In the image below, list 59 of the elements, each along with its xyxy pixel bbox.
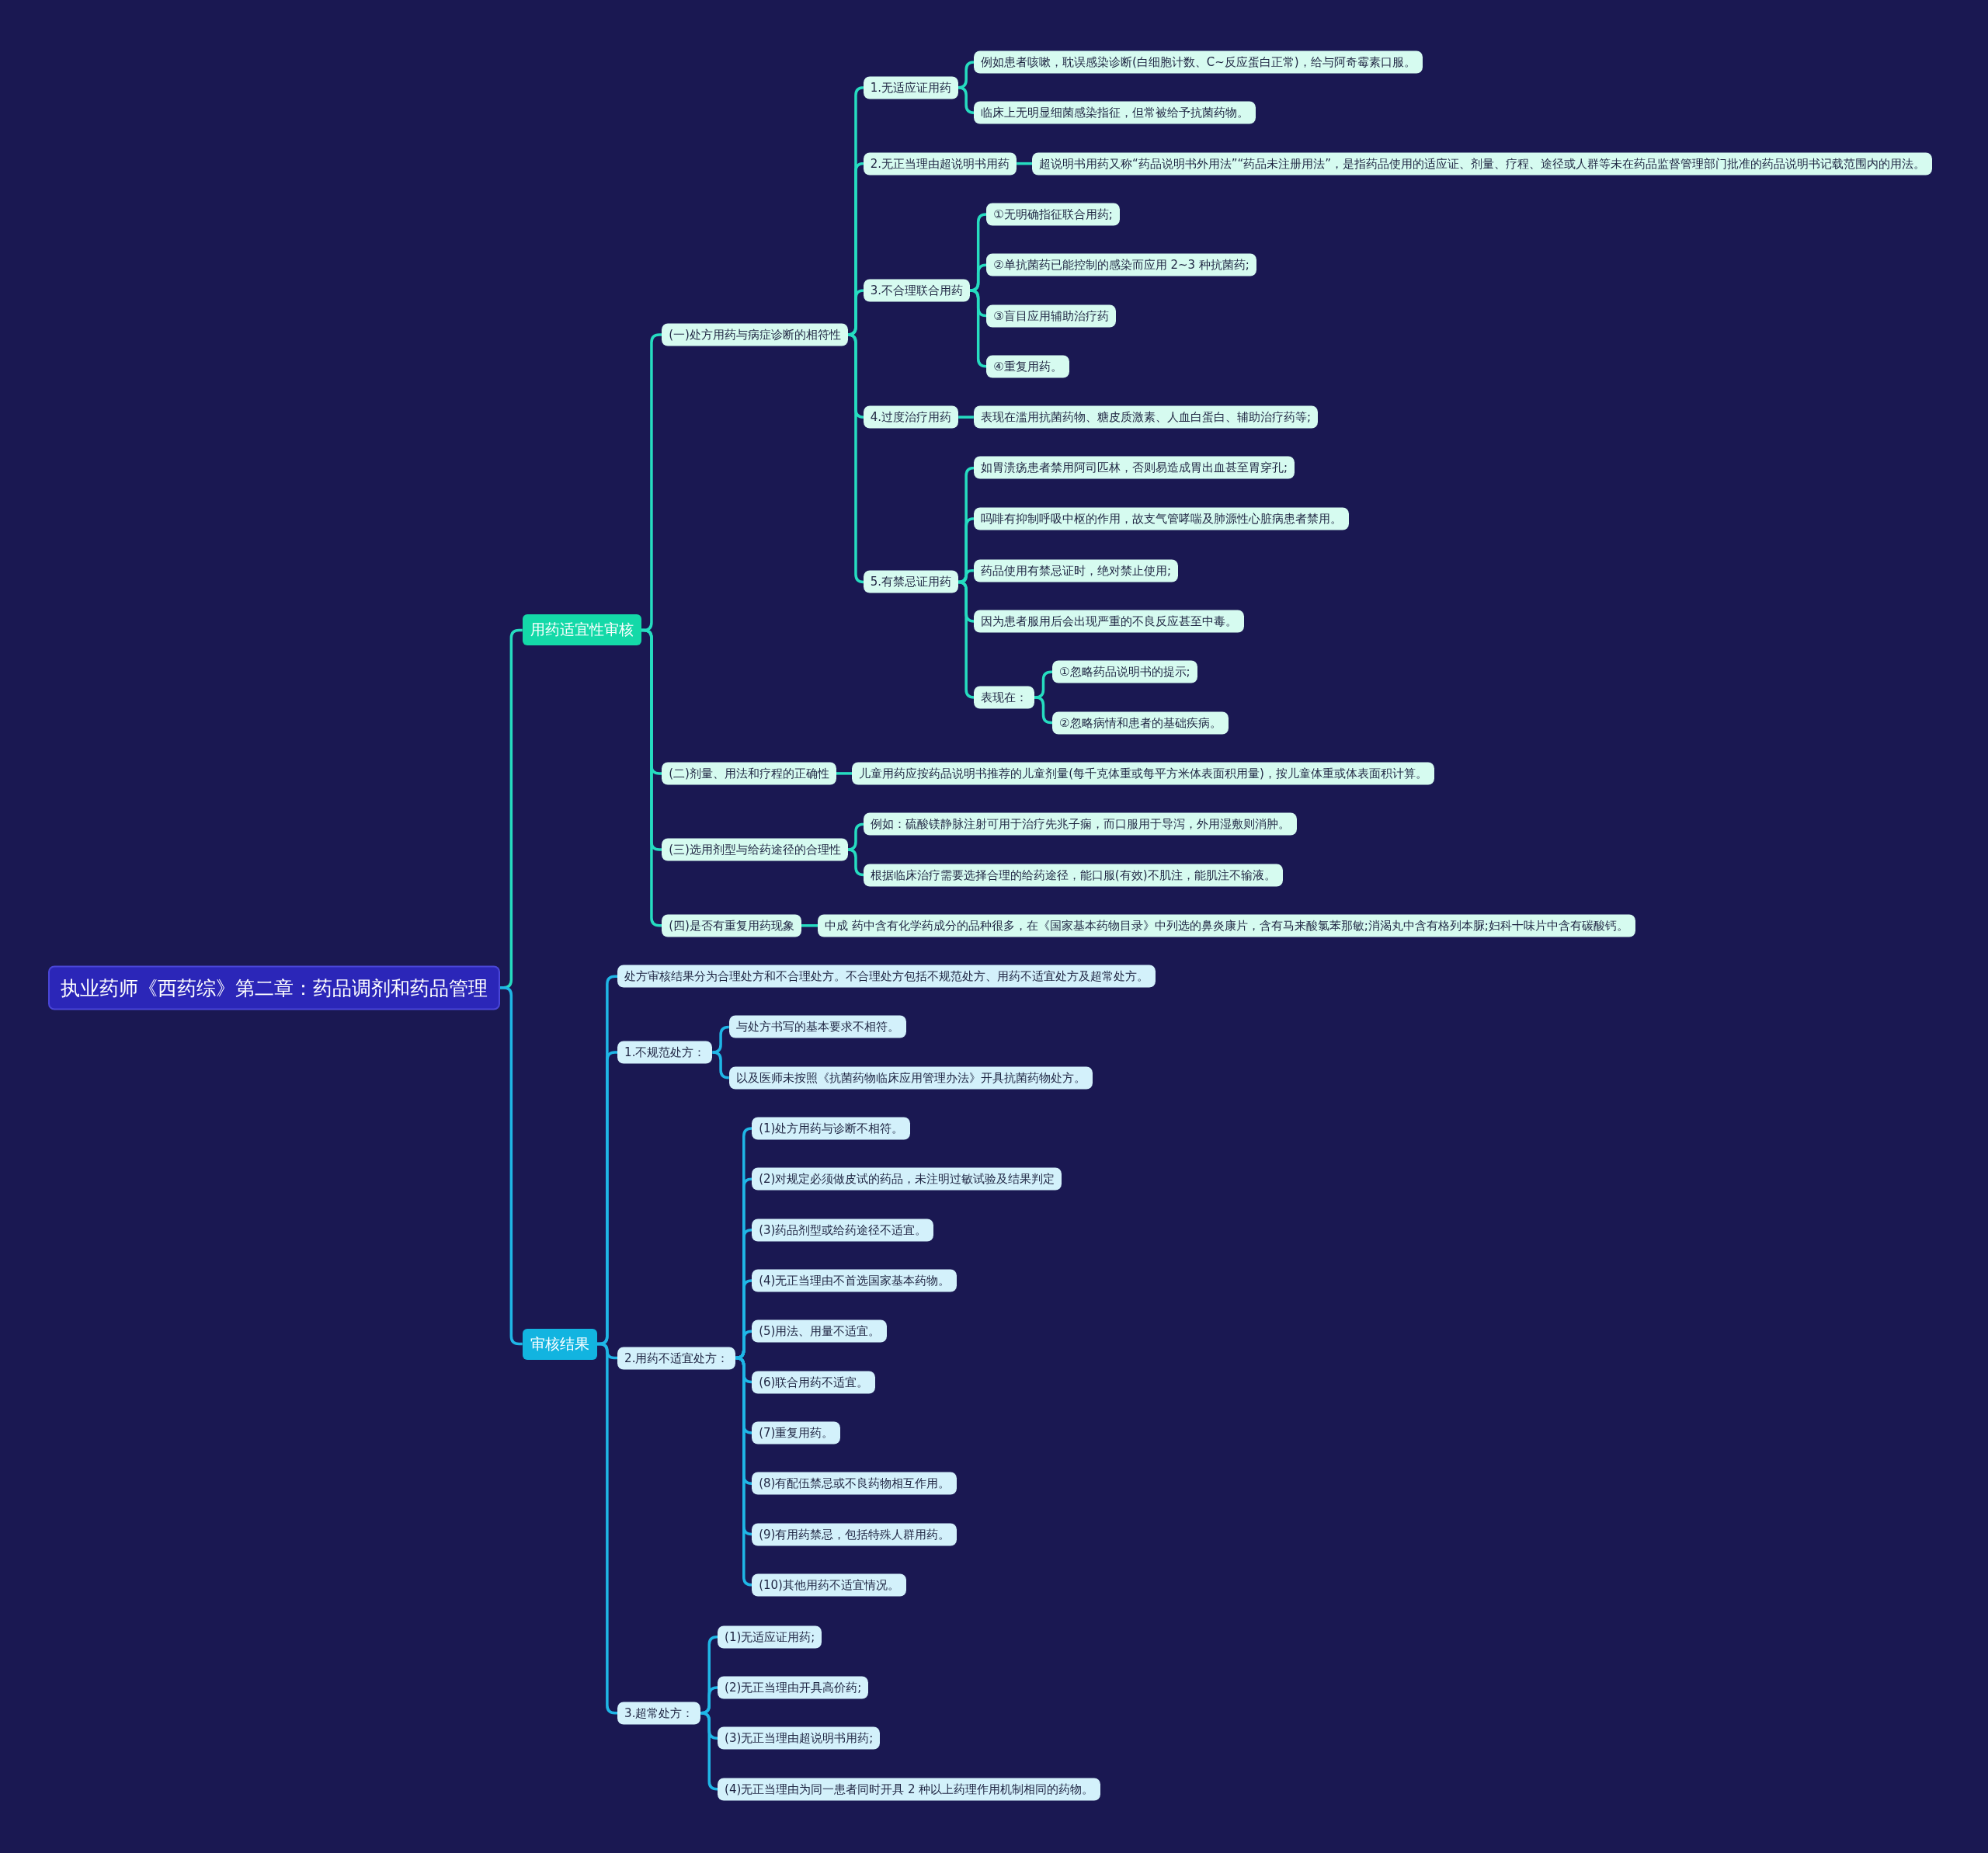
topic-box: 2.无正当理由超说明书用药 [863, 152, 1017, 176]
topic-box: (2)无正当理由开具高价药; [718, 1676, 869, 1699]
topic-box: (2)对规定必须做皮试的药品，未注明过敏试验及结果判定 [752, 1167, 1062, 1191]
connector-line [735, 1356, 753, 1587]
topic-box: ②单抗菌药已能控制的感染而应用 2~3 种抗菌药; [986, 253, 1256, 276]
topic-box: 3.超常处方： [617, 1702, 701, 1725]
branch-topic: 用药适宜性审核 [522, 614, 641, 646]
topic-box: 儿童用药应按药品说明书推荐的儿童剂量(每千克体重或每平方米体表面积用量)，按儿童体重或体表面积计算。 [852, 762, 1434, 785]
topic-box: 1.不规范处方： [617, 1041, 713, 1064]
connector-line [700, 1711, 718, 1791]
connector-line [801, 924, 818, 927]
connector-line [711, 1051, 730, 1079]
connector-line [1034, 696, 1053, 725]
topic-box: (四)是否有重复用药现象 [662, 914, 801, 937]
topic-box: (1)处方用药与诊断不相符。 [752, 1117, 911, 1140]
connector-line [1017, 162, 1032, 165]
topic-box: 中成 药中含有化学药成分的品种很多，在《国家基本药物目录》中列选的鼻炎康片，含有马来酸氯苯那敏;消渴丸中含有格列本脲;妇科十味片中含有碳酸钙。 [818, 914, 1635, 937]
topic-box: 表现在： [973, 686, 1034, 709]
topic-box: (3)无正当理由超说明书用药; [718, 1726, 881, 1750]
topic-box: (3)药品剂型或给药途径不适宜。 [752, 1219, 934, 1242]
topic-box: 吗啡有抑制呼吸中枢的作用，故支气管哮喘及肺源性心脏病患者禁用。 [973, 507, 1349, 530]
topic-box: ③盲目应用辅助治疗药 [986, 304, 1116, 327]
topic-box: (1)无适应证用药; [718, 1625, 822, 1649]
topic-box: 因为患者服用后会出现严重的不良反应甚至中毒。 [973, 610, 1244, 633]
topic-box: 根据临床治疗需要选择合理的给药途径，能口服(有效)不肌注，能肌注不输液。 [863, 864, 1283, 886]
topic-box: (4)无正当理由不首选国家基本药物。 [752, 1269, 958, 1292]
topic-box: 5.有禁忌证用药 [863, 570, 959, 593]
topic-box: ①无明确指征联合用药; [986, 203, 1120, 226]
connector-line [836, 772, 853, 775]
topic-box: 临床上无明显细菌感染指征，但常被给予抗菌药物。 [973, 101, 1256, 124]
topic-box: ④重复用药。 [986, 355, 1069, 378]
topic-box: 例如：硫酸镁静脉注射可用于治疗先兆子痫，而口服用于导泻，外用湿敷则消肿。 [863, 812, 1297, 836]
topic-box: (10)其他用药不适宜情况。 [752, 1573, 906, 1597]
connector-line [958, 415, 974, 419]
topic-box: 例如患者咳嗽，耽误感染诊断(白细胞计数、C~反应蛋白正常)，给与阿奇霉素口服。 [973, 50, 1423, 74]
branch-topic: 审核结果 [522, 1328, 597, 1360]
topic-box: 超说明书用药又称“药品说明书外用法”“药品未注册用法”，是指药品使用的适应证、剂量、疗程、途径或人群等未在药品监督管理部门批准的药品说明书记载范围内的用法。 [1031, 152, 1933, 176]
topic-box: (二)剂量、用法和疗程的正确性 [662, 762, 836, 785]
central-topic: 执业药师《西药综》第二章：药品调剂和药品管理 [48, 965, 501, 1010]
topic-box: ②忽略病情和患者的基础疾病。 [1052, 711, 1229, 735]
topic-box: (9)有用药禁忌，包括特殊人群用药。 [752, 1523, 958, 1545]
topic-box: (5)用法、用量不适宜。 [752, 1319, 888, 1343]
topic-box: ①忽略药品说明书的提示; [1052, 660, 1197, 683]
topic-box: 2.用药不适宜处方： [617, 1347, 736, 1370]
topic-box: 处方审核结果分为合理处方和不合理处方。不合理处方包括不规范处方、用药不适宜处方及超常处方。 [617, 965, 1156, 988]
topic-box: 1.无适应证用药 [863, 76, 959, 99]
topic-box: 4.过度治疗用药 [863, 405, 959, 429]
topic-box: (4)无正当理由为同一患者同时开具 2 种以上药理作用机制相同的药物。 [718, 1778, 1101, 1801]
topic-box: (8)有配伍禁忌或不良药物相互作用。 [752, 1472, 958, 1495]
topic-box: (6)联合用药不适宜。 [752, 1371, 876, 1394]
topic-box: (7)重复用药。 [752, 1421, 841, 1445]
topic-box: 与处方书写的基本要求不相符。 [728, 1015, 906, 1038]
topic-box: 3.不合理联合用药 [863, 279, 971, 302]
topic-box: (一)处方用药与病症诊断的相符性 [662, 323, 848, 346]
topic-box: 表现在滥用抗菌药物、糖皮质激素、人血白蛋白、辅助治疗药等; [973, 405, 1318, 429]
topic-box: (三)选用剂型与给药途径的合理性 [662, 838, 848, 861]
topic-box: 药品使用有禁忌证时，绝对禁止使用; [973, 559, 1178, 582]
topic-box: 如胃溃疡患者禁用阿司匹林，否则易造成胃出血甚至胃穿孔; [973, 456, 1295, 479]
topic-box: 以及医师未按照《抗菌药物临床应用管理办法》开具抗菌药物处方。 [728, 1066, 1093, 1090]
